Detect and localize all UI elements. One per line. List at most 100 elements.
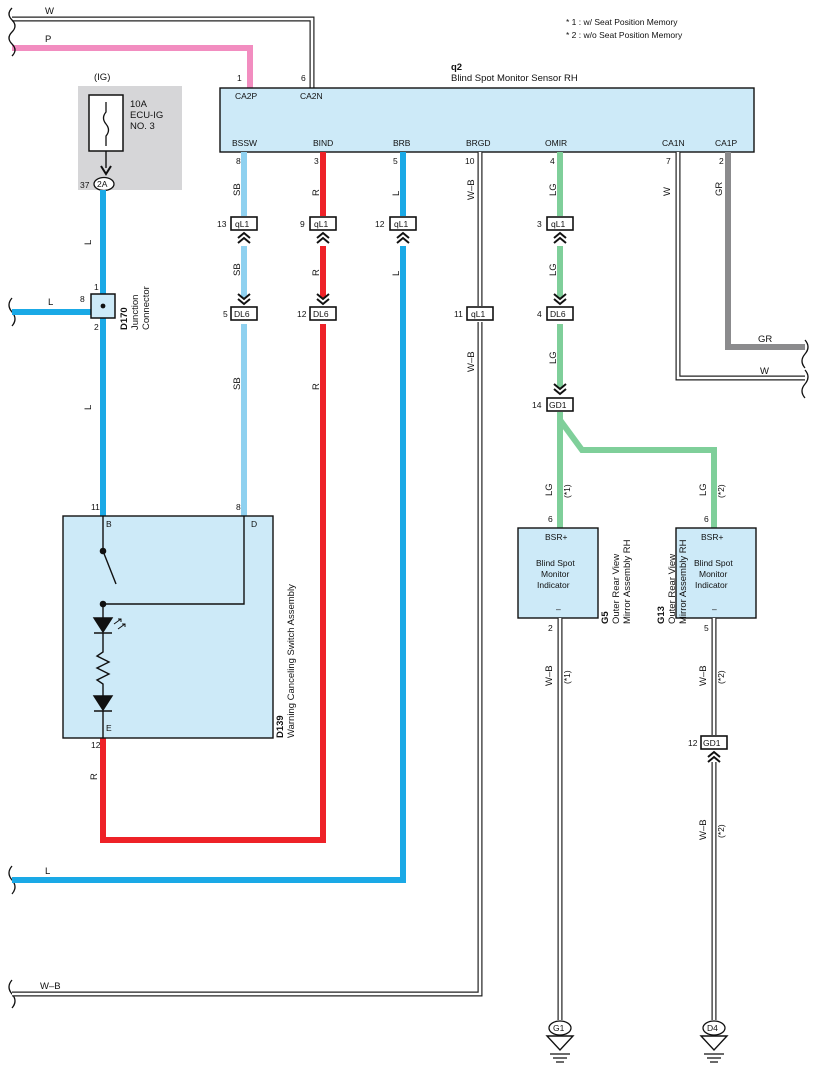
sensor-top-pin-num-1: 1 — [237, 73, 242, 83]
switch-pin-b: B — [106, 519, 112, 529]
indicator-g13-name-1: Outer Rear View — [667, 554, 678, 624]
indicator-g5-name-1: Outer Rear View — [611, 554, 622, 624]
svg-text:qL1: qL1 — [471, 309, 485, 319]
fuse-rating: 10A — [130, 99, 148, 110]
svg-text:DL6: DL6 — [313, 309, 329, 319]
indicator-g5-label-3: Indicator — [537, 580, 570, 590]
svg-text:DL6: DL6 — [550, 309, 566, 319]
svg-text:qL1: qL1 — [551, 219, 565, 229]
svg-text:13: 13 — [217, 219, 227, 229]
wire-label-l-brb-2: L — [391, 271, 402, 276]
wire-label-l-brb-1: L — [391, 191, 402, 196]
wire-label-lg-2: LG — [548, 263, 559, 276]
inline-connector-ql1-9: qL1 9 — [300, 216, 337, 244]
junction-pin-left: 8 — [80, 294, 85, 304]
sensor-pin-num-bssw: 8 — [236, 156, 241, 166]
fuse-ig-label: (IG) — [94, 72, 110, 83]
svg-text:12: 12 — [297, 309, 307, 319]
switch-pin-b-num: 11 — [91, 502, 100, 512]
wire-w-ca1n — [675, 152, 805, 381]
note-1: * 1 : w/ Seat Position Memory — [566, 17, 678, 27]
indicator-g5-top-pin-num: 6 — [548, 514, 553, 524]
fuse-arrow-icon — [100, 165, 112, 176]
indicator-g13-top-pin-num: 6 — [704, 514, 709, 524]
junction-pin-bottom: 2 — [94, 322, 99, 332]
junction-code: D170 — [119, 307, 130, 330]
inline-connector-ql1-12: qL1 12 — [375, 216, 417, 244]
indicator-g13-bottom-pin: – — [712, 604, 717, 614]
option-mark-lg-g5: (*1) — [562, 484, 572, 498]
fuse-connector: 2A — [97, 179, 108, 189]
svg-text:GD1: GD1 — [549, 400, 567, 410]
sensor-pin-name-brb: BRB — [393, 138, 411, 148]
wire-label-wb-g13-a: W–B — [698, 665, 709, 686]
svg-text:9: 9 — [300, 219, 305, 229]
note-2: * 2 : w/o Seat Position Memory — [566, 30, 683, 40]
wire-label-r-2: R — [311, 269, 322, 276]
svg-text:4: 4 — [537, 309, 542, 319]
fuse-name-1: ECU-IG — [130, 110, 163, 121]
sensor-pin-name-bind: BIND — [313, 138, 333, 148]
wire-wb — [12, 152, 483, 997]
sensor-pin-name-bssw: BSSW — [232, 138, 257, 148]
indicator-g13-code: G13 — [656, 606, 667, 624]
wire-label-wb-bottom: W–B — [40, 981, 61, 992]
svg-text:GD1: GD1 — [703, 738, 721, 748]
inline-connector-ql1-3: qL1 3 — [537, 216, 574, 244]
diode-icon — [92, 695, 114, 712]
switch-contact-icon — [102, 550, 117, 585]
switch-pin-d: D — [251, 519, 257, 529]
sensor-name: Blind Spot Monitor Sensor RH — [451, 73, 578, 84]
sensor-top-pin-name-1: CA2P — [235, 91, 258, 101]
wire-label-lg-g5: LG — [544, 483, 555, 496]
sensor-pin-num-brgd: 10 — [465, 156, 475, 166]
wire-label-p: P — [45, 34, 51, 45]
wire-label-sb-3: SB — [232, 377, 243, 390]
wire-label-lg-1: LG — [548, 183, 559, 196]
wire-label-r-sw: R — [89, 773, 100, 780]
inline-connector-dl6-4: DL6 4 — [537, 293, 574, 321]
sensor-pin-num-brb: 5 — [393, 156, 398, 166]
indicator-g5-name-2: Mirror Assembly RH — [622, 539, 633, 624]
inline-connector-dl6-5: DL6 5 — [223, 293, 258, 321]
ground-g1: G1 — [545, 1020, 575, 1063]
svg-text:DL6: DL6 — [234, 309, 250, 319]
indicator-g5-bottom-pin: – — [556, 604, 561, 614]
sensor-pin-num-bind: 3 — [314, 156, 319, 166]
option-mark-lg-g13: (*2) — [716, 484, 726, 498]
switch-internal-circuit — [92, 516, 245, 738]
fuse-name-2: NO. 3 — [130, 121, 155, 132]
wire-label-r-1: R — [311, 189, 322, 196]
option-mark-wb-g13-a: (*2) — [716, 670, 726, 684]
sensor-code: q2 — [451, 62, 462, 73]
junction-name-1: Junction — [130, 295, 141, 330]
sensor-pin-name-omir: OMIR — [545, 138, 567, 148]
sensor-pin-num-ca1p: 2 — [719, 156, 724, 166]
indicator-g13-box — [675, 527, 757, 619]
ground-icon — [545, 1035, 575, 1052]
svg-text:qL1: qL1 — [314, 219, 328, 229]
sensor-pin-num-omir: 4 — [550, 156, 555, 166]
wire-label-sb-2: SB — [232, 263, 243, 276]
wire-label-l-fuse: L — [83, 240, 94, 245]
wire-label-wb-1: W–B — [466, 179, 477, 200]
indicator-g5-top-pin: BSR+ — [545, 532, 567, 542]
indicator-g13-label-1: Blind Spot — [694, 558, 733, 568]
switch-box — [62, 515, 274, 739]
switch-code: D139 — [275, 715, 286, 738]
sensor-pin-num-ca1n: 7 — [666, 156, 671, 166]
wire-label-w-right: W — [760, 366, 769, 377]
svg-text:G1: G1 — [553, 1023, 565, 1033]
svg-text:14: 14 — [532, 400, 542, 410]
svg-text:qL1: qL1 — [235, 219, 249, 229]
sensor-top-pin-num-2: 6 — [301, 73, 306, 83]
indicator-g13-label-2: Monitor — [699, 569, 728, 579]
inline-connector-ql1-13: qL1 13 — [217, 216, 258, 244]
wire-label-sb-1: SB — [232, 183, 243, 196]
wire-label-w-ca1n: W — [662, 187, 673, 196]
indicator-g5-code: G5 — [600, 611, 611, 624]
wire-gr — [725, 152, 805, 350]
wire-p — [12, 45, 253, 88]
svg-text:5: 5 — [223, 309, 228, 319]
